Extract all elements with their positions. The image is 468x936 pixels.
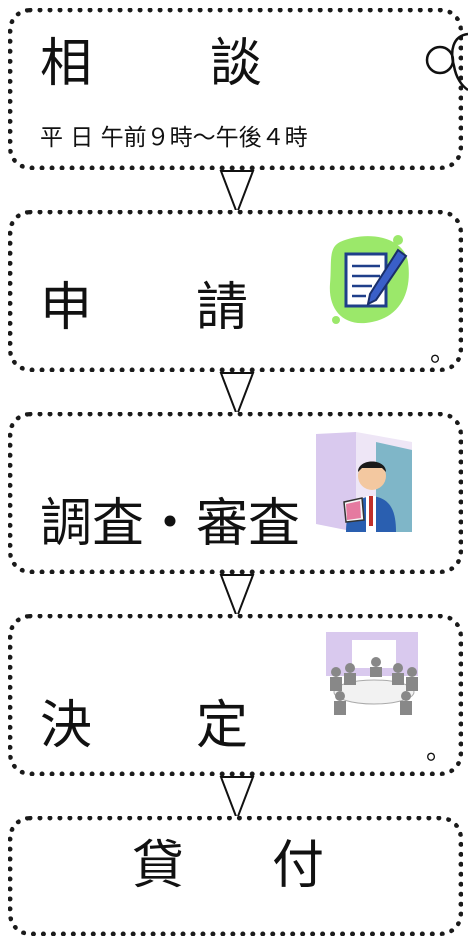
consultation-hours: 平 日 午前９時～午後４時: [40, 125, 308, 151]
step-consultation-title: 相談: [40, 34, 263, 94]
step-consultation-box: [8, 8, 463, 170]
flow-arrow-2: [219, 372, 255, 418]
person-reading-icon: [316, 432, 412, 532]
speech-bubble-icon: [425, 32, 468, 92]
step-decision-title: 決定: [40, 696, 249, 756]
step-loan-title: 貸付: [132, 836, 325, 896]
meeting-room-icon: [326, 632, 418, 715]
step-investigation-title: 調査・審査: [40, 494, 301, 554]
document-pen-icon: [329, 235, 409, 324]
step-application-title: 申請: [40, 278, 249, 338]
step-application-suffix: 。: [430, 338, 457, 368]
step-decision-suffix: 。: [426, 736, 453, 766]
flow-arrow-3: [219, 574, 255, 620]
flow-arrow-4: [219, 776, 255, 822]
flow-arrow-1: [219, 170, 255, 216]
